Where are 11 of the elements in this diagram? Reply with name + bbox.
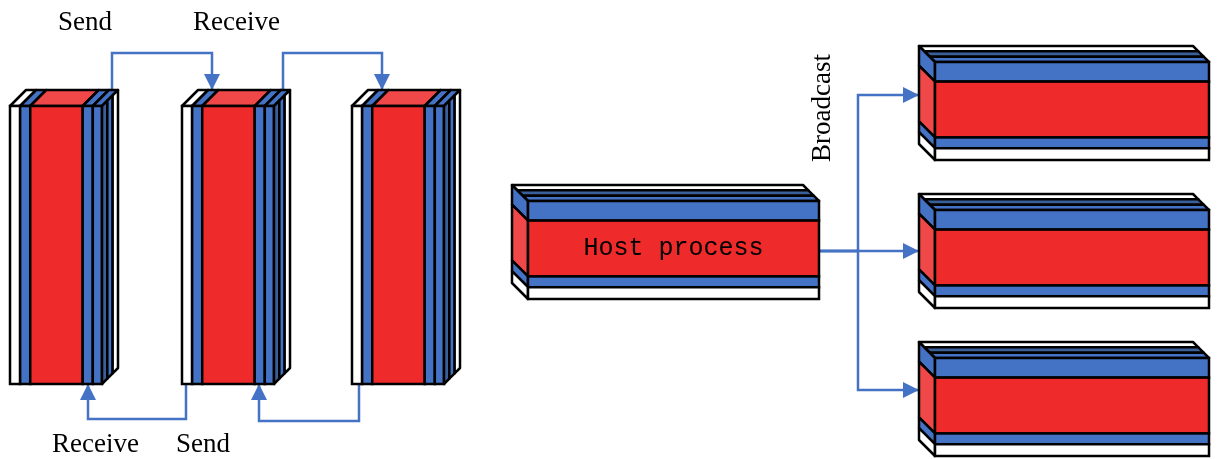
arrow <box>819 249 919 398</box>
arrow <box>80 384 188 421</box>
arrow <box>281 51 390 90</box>
annotation-text: Receive <box>193 8 280 35</box>
block-label: Host process <box>582 233 765 265</box>
annotation-text: Broadcast <box>808 54 835 162</box>
annotation-text: Send <box>58 8 112 35</box>
annotation-text: Send <box>176 430 230 457</box>
arrow <box>251 384 361 423</box>
annotation-text: Receive <box>52 430 139 457</box>
arrow <box>110 51 220 90</box>
